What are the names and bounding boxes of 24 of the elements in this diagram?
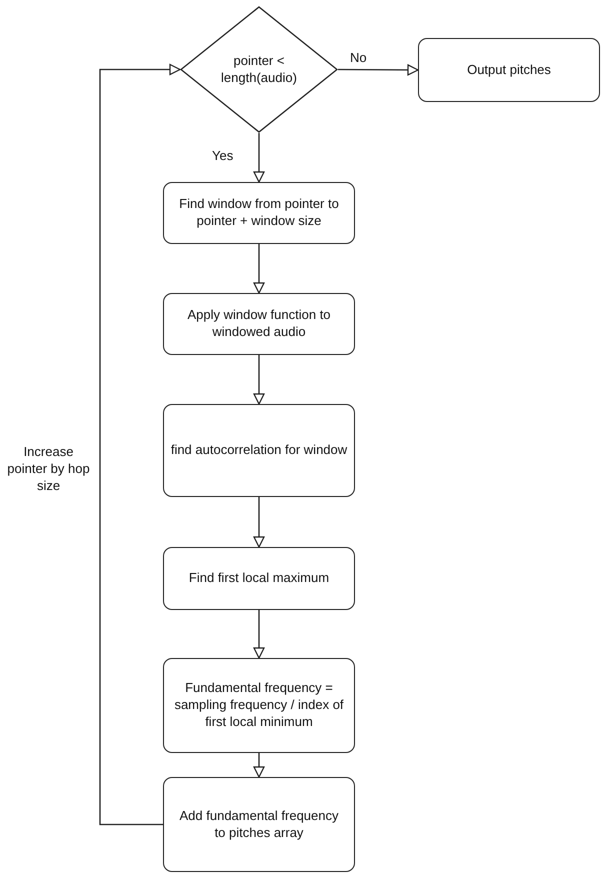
arrow [99,64,181,826]
node-text: Add fundamental frequency to pitches array [178,808,340,842]
arrow [253,753,265,778]
process-box [163,182,355,244]
arrow [253,610,265,659]
process-box [163,293,355,355]
process-box [163,404,355,497]
process-box [163,777,355,872]
node-text: Apply window function to windowed audio [186,307,332,341]
arrow [253,244,265,294]
node-text: Find window from pointer to pointer + window size [178,196,340,230]
node-text: pointer < length(audio) [220,52,298,86]
process-box [163,547,355,610]
process-box [163,658,355,753]
node-text: Find first local maximum [188,570,330,587]
arrow [253,497,265,548]
arrow [338,64,419,76]
node-text: find autocorrelation for window [170,442,348,459]
process-box [418,38,600,102]
arrow [253,355,265,405]
node-text: Output pitches [467,62,551,78]
decision-diamond [180,6,338,133]
arrow [253,133,265,183]
node-text: Fundamental frequency = sampling frequency / index of first local minimum [173,680,345,731]
